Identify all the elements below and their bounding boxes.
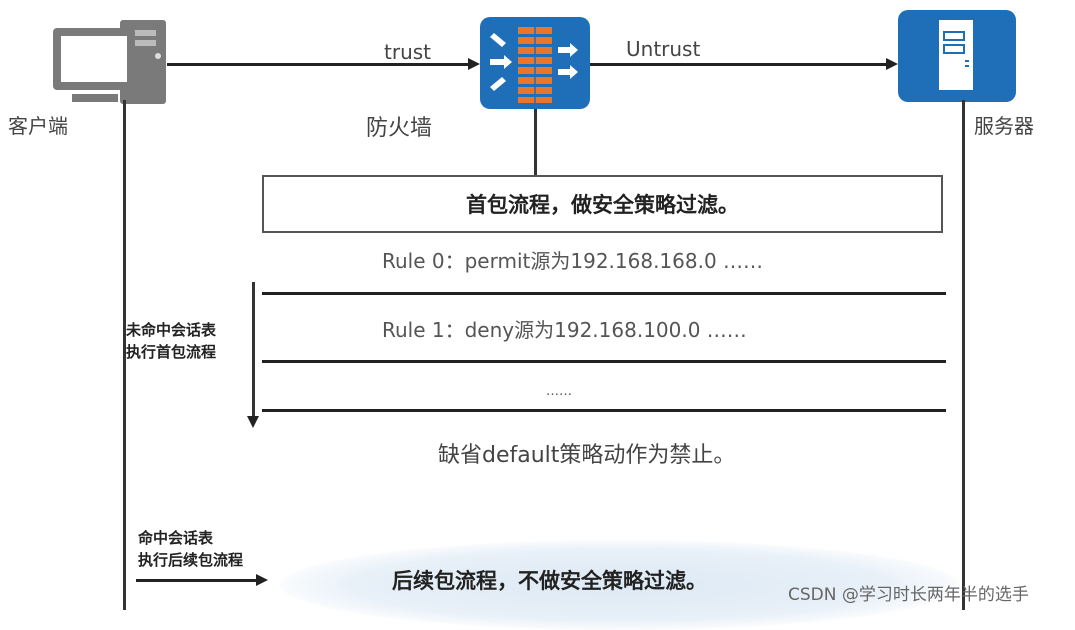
client-label: 客户端: [8, 114, 68, 138]
rule-0: Rule 0：permit源为192.168.168.0 ……: [382, 249, 764, 273]
rule-divider-2: [262, 360, 946, 363]
session-hit-label-2: 执行后续包流程: [138, 551, 244, 569]
server-node: [898, 10, 1016, 102]
firewall-icon: [480, 17, 590, 109]
server-label: 服务器: [974, 114, 1034, 138]
first-packet-title: 首包流程，做安全策略过滤。: [466, 193, 739, 217]
untrust-link: [590, 63, 888, 66]
rule-divider-1: [262, 292, 946, 295]
client-lifeline: [123, 100, 126, 610]
subsequent-arrowhead: [256, 574, 268, 586]
rule-divider-3: [262, 409, 946, 412]
session-hit-label-1: 命中会话表: [138, 529, 214, 547]
server-lifeline: [962, 100, 965, 610]
first-packet-flow-arrow: [252, 282, 255, 418]
default-rule: 缺省default策略动作为禁止。: [438, 443, 736, 468]
desktop-computer-icon: [53, 20, 166, 104]
first-packet-box: 首包流程，做安全策略过滤。: [262, 175, 943, 233]
session-miss-label-1: 未命中会话表: [126, 321, 217, 339]
client-node: [50, 18, 170, 108]
watermark: CSDN @学习时长两年半的选手: [788, 585, 1029, 605]
trust-label: trust: [384, 40, 432, 64]
session-miss-label-2: 执行首包流程: [126, 343, 217, 361]
first-packet-arrowhead: [247, 416, 259, 428]
trust-link: [167, 63, 470, 66]
untrust-arrowhead: [886, 58, 898, 70]
rule-ellipsis: ……: [546, 384, 572, 399]
firewall-connector: [534, 109, 537, 175]
untrust-label: Untrust: [626, 37, 701, 61]
subsequent-packet-title: 后续包流程，不做安全策略过滤。: [392, 569, 707, 593]
server-icon: [898, 10, 1016, 102]
subsequent-flow-arrow: [136, 579, 258, 582]
rule-1: Rule 1：deny源为192.168.100.0 ……: [382, 318, 747, 342]
trust-arrowhead: [468, 58, 480, 70]
firewall-label: 防火墙: [366, 116, 433, 141]
firewall-node: [480, 17, 590, 109]
